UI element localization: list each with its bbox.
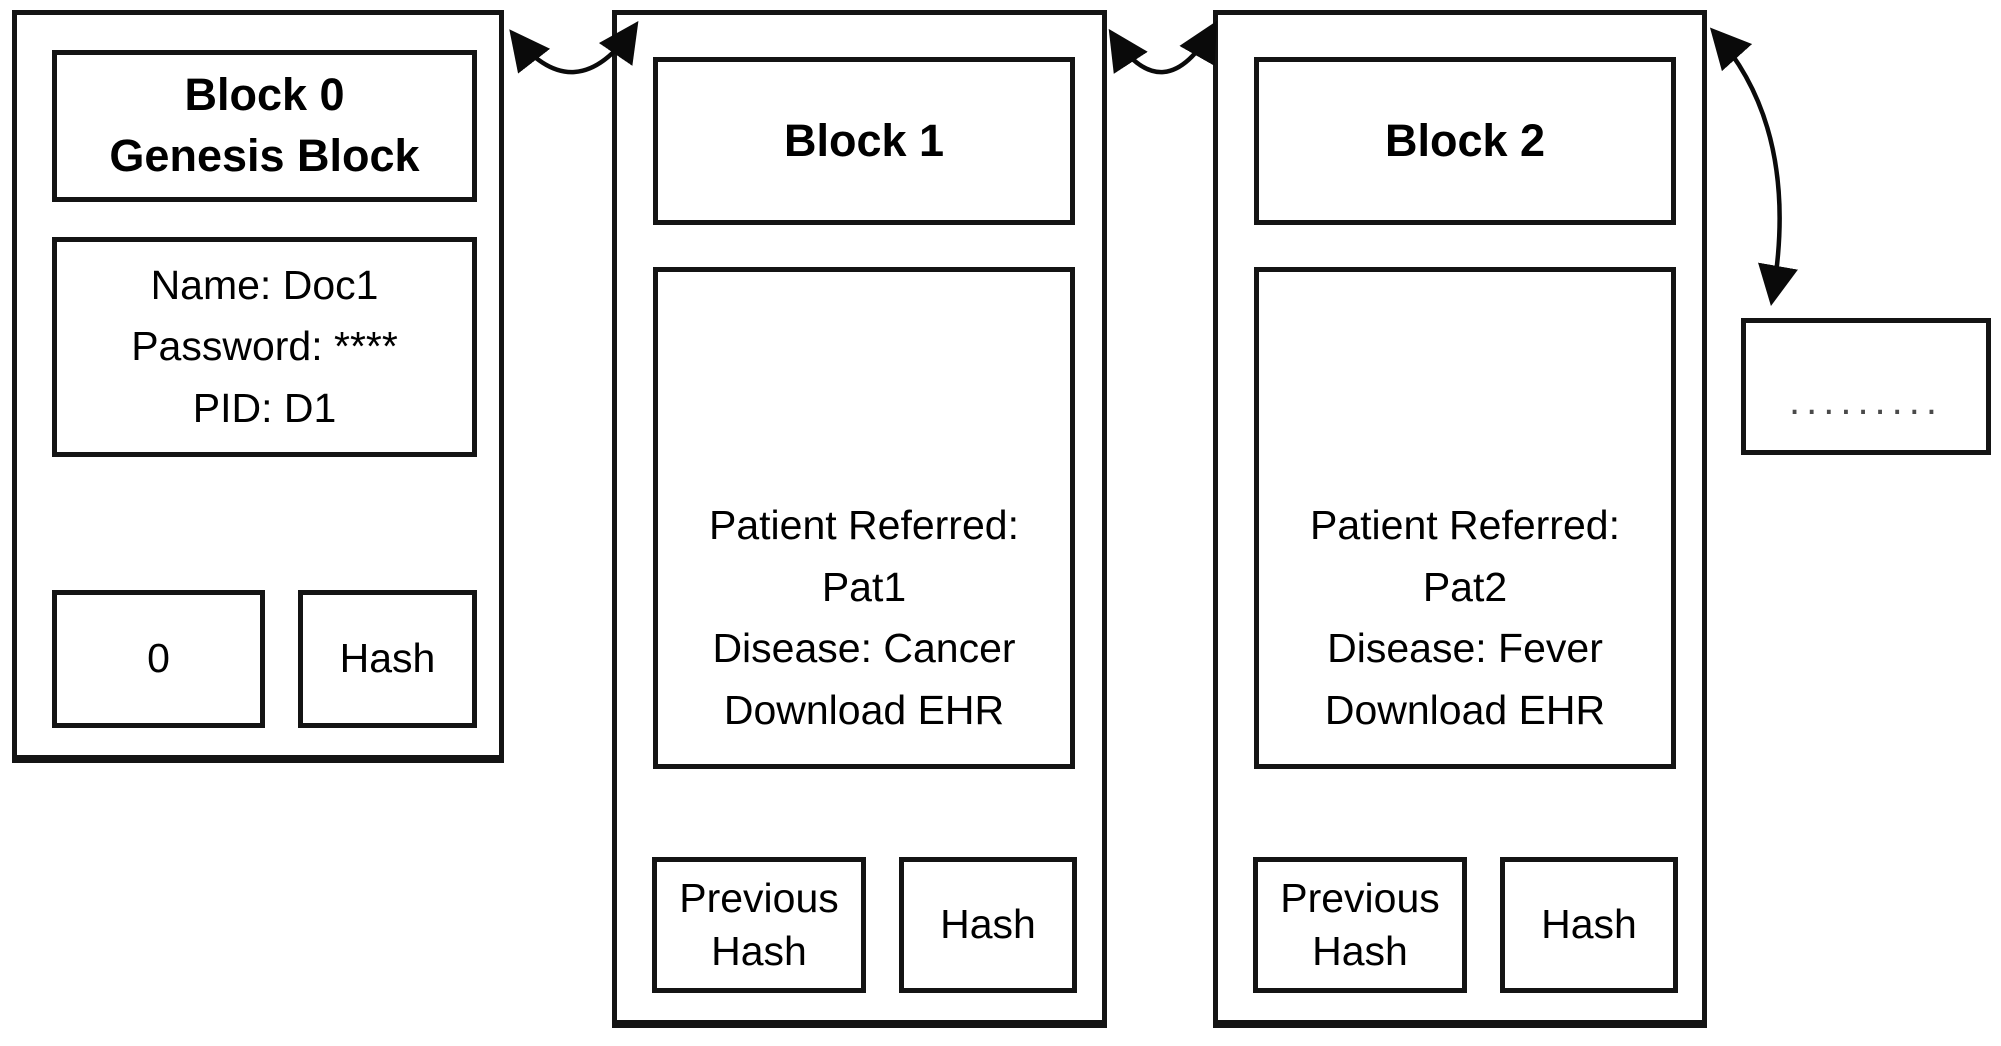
block-1-hash-box: Hash [899, 857, 1077, 993]
block-1-title-box: Block 1 [653, 57, 1075, 225]
block-2-title-box: Block 2 [1254, 57, 1676, 225]
chain-link-arrow-block1-block2 [1108, 20, 1218, 75]
doctor-name-text: Name: Doc1 [150, 261, 379, 308]
hash-label: Hash [940, 901, 1036, 948]
hash-label: Hash [1541, 901, 1637, 948]
patient-referred-label: Patient Referred: [709, 502, 1019, 548]
continuation-dots-label: ......... [1788, 379, 1944, 423]
genesis-hash-label: Hash [339, 635, 436, 682]
genesis-block-container: Block 0 Genesis Block Name: Doc1 Passwor… [12, 10, 504, 763]
block-2-previous-hash-box: Previous Hash [1253, 857, 1467, 993]
block-1-previous-hash-box: Previous Hash [652, 857, 866, 993]
block-1-data-box: Patient Referred: Pat1 Disease: Cancer D… [653, 267, 1075, 769]
download-ehr-text: Download EHR [723, 686, 1005, 733]
block-title-line: Block 2 [1384, 114, 1546, 166]
patient-id-text: Pat2 [1422, 563, 1508, 610]
doctor-password-text: Password: **** [131, 323, 398, 370]
patient-id-text: Pat1 [821, 563, 907, 610]
block-2-container: Block 2 Patient Referred: Pat2 Disease: … [1213, 10, 1707, 1028]
patient-referred-label: Patient Referred: [1310, 502, 1620, 548]
block-title-line: Block 1 [783, 114, 945, 166]
previous-hash-label: Previous Hash [679, 874, 839, 974]
genesis-previous-hash-box: 0 [52, 590, 265, 728]
genesis-previous-hash-label: 0 [147, 635, 170, 682]
previous-hash-label: Previous Hash [1280, 874, 1440, 974]
chain-link-arrow-block2-next [1709, 27, 1798, 306]
genesis-block-title-box: Block 0 Genesis Block [52, 50, 477, 202]
disease-text: Disease: Cancer [712, 625, 1016, 671]
genesis-hash-box: Hash [298, 590, 477, 728]
block-2-data-box: Patient Referred: Pat2 Disease: Fever Do… [1254, 267, 1676, 769]
block-title-line: Block 0 [184, 69, 345, 121]
disease-text: Disease: Fever [1327, 625, 1603, 671]
block-1-container: Block 1 Patient Referred: Pat1 Disease: … [612, 10, 1107, 1028]
genesis-block-data-box: Name: Doc1 Password: **** PID: D1 [52, 237, 477, 457]
continuation-box: ......... [1741, 318, 1991, 455]
block-2-hash-box: Hash [1500, 857, 1678, 993]
doctor-pid-text: PID: D1 [192, 384, 337, 431]
block-subtitle-line: Genesis Block [109, 130, 420, 181]
download-ehr-text: Download EHR [1324, 686, 1606, 733]
